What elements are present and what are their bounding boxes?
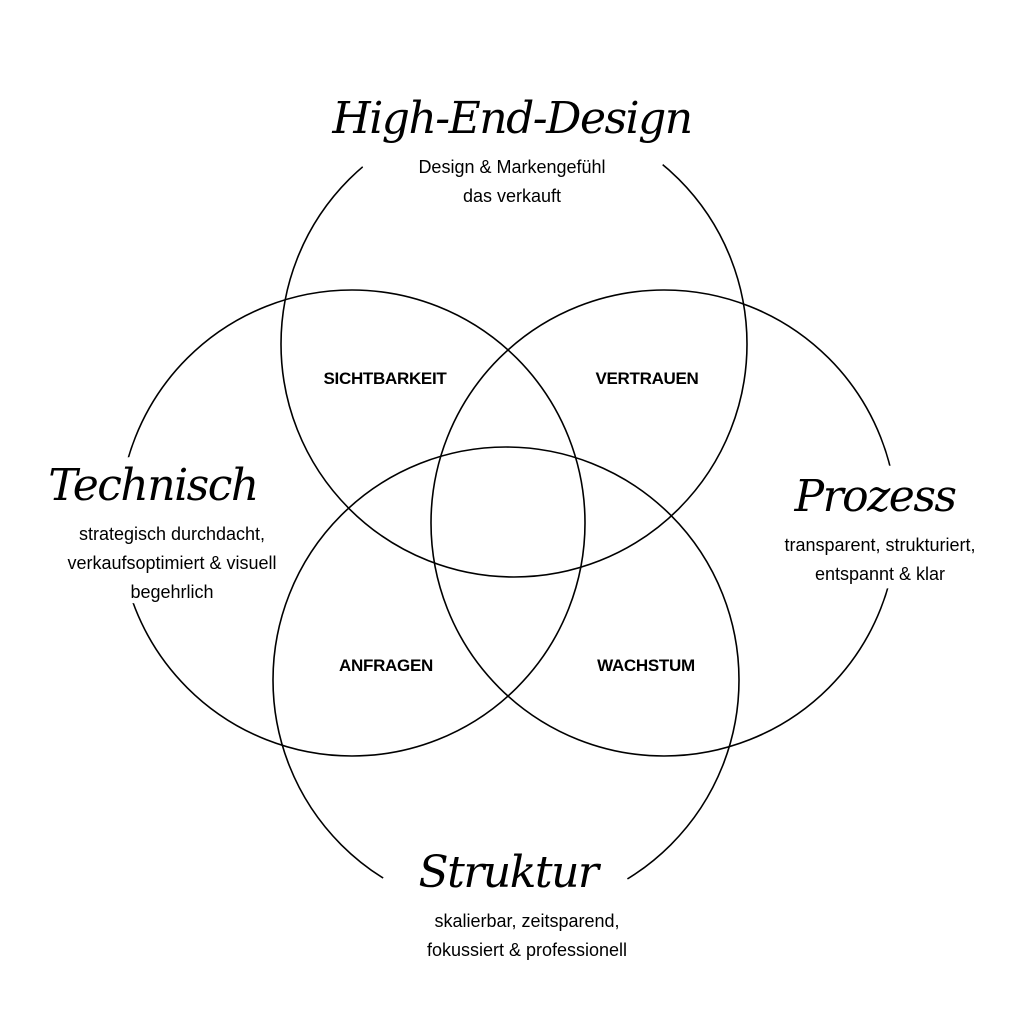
intersection-top-right: VERTRAUEN — [595, 369, 699, 388]
top-description-line-1: Design & Markengefühl — [418, 157, 606, 177]
label-bg-top — [354, 58, 670, 222]
right-description-line-1: transparent, strukturiert, — [784, 535, 976, 555]
right-label: Prozess transparent, strukturiert, entsp… — [784, 475, 975, 589]
bottom-label: Struktur skalierbar, zeitsparend, fokuss… — [419, 851, 628, 965]
label-bg-right — [723, 465, 1013, 589]
top-description-line-2: das verkauft — [462, 186, 562, 206]
bottom-description-line-2: fokussiert & professionell — [426, 940, 628, 960]
bottom-title: Struktur — [418, 847, 599, 898]
left-description-line-2: verkaufsoptimiert & visuell — [67, 553, 277, 573]
bottom-description-line-1: skalierbar, zeitsparend, — [434, 911, 620, 931]
label-bg-bottom — [377, 835, 633, 959]
left-description-line-1: strategisch durchdacht, — [78, 524, 266, 544]
right-description-line-2: entspannt & klar — [814, 564, 946, 584]
label-bg-left — [24, 456, 280, 604]
right-title: Prozess — [794, 471, 957, 522]
intersection-bottom-left: ANFRAGEN — [339, 656, 433, 675]
left-description-line-3: begehrlich — [130, 582, 214, 602]
left-title: Technisch — [48, 460, 259, 511]
top-label: High-End-Design Design & Markengefühl da… — [332, 93, 693, 211]
intersection-top-left: SICHTBARKEIT — [323, 369, 447, 388]
left-label: Technisch strategisch durchdacht, verkau… — [48, 464, 277, 607]
top-title: High-End-Design — [332, 93, 693, 144]
intersection-bottom-right: WACHSTUM — [597, 656, 695, 675]
